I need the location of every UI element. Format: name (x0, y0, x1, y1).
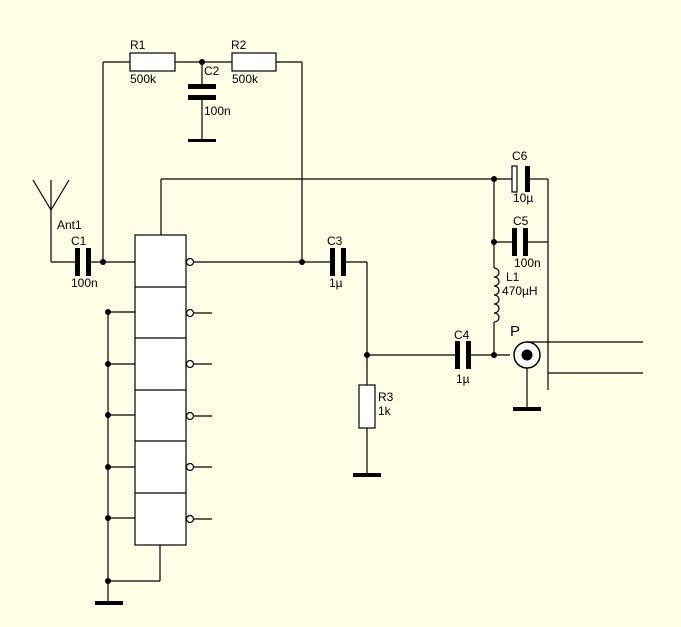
capacitor-c1 (75, 248, 135, 276)
capacitor-c2 (188, 59, 216, 142)
c2-ref: C2 (204, 64, 220, 78)
capacitor-c3 (330, 248, 368, 355)
l1-value: 470µH (502, 284, 538, 298)
supply-rail (160, 176, 512, 235)
c2-value: 100n (204, 104, 231, 118)
resistor-r2 (231, 52, 277, 72)
output-filter-wiring (491, 178, 549, 390)
r3-value: 1k (378, 404, 392, 418)
c3-value: 1µ (329, 276, 343, 290)
coax-connector-p (513, 341, 643, 411)
c3-ref: C3 (327, 234, 343, 248)
inductor-l1 (493, 267, 500, 323)
bias-network (102, 61, 303, 262)
c4-ref: C4 (454, 328, 470, 342)
capacitor-c6 (511, 165, 536, 193)
capacitor-c4 (367, 341, 510, 369)
resistor-r3-leads (353, 352, 381, 477)
resistor-r1 (129, 52, 176, 72)
c6-value: 10µ (513, 191, 533, 205)
capacitor-c5 (512, 228, 536, 256)
l1-ref: L1 (506, 270, 520, 284)
ant1-ref: Ant1 (57, 218, 82, 232)
r2-value: 500k (232, 72, 259, 86)
resistor-r3 (358, 384, 376, 429)
r1-ref: R1 (130, 38, 146, 52)
c5-ref: C5 (513, 214, 529, 228)
inverter-chain (134, 234, 212, 546)
c6-ref: C6 (512, 149, 528, 163)
antenna-ant1 (32, 179, 75, 263)
r2-ref: R2 (231, 38, 247, 52)
c1-ref: C1 (71, 234, 87, 248)
r1-value: 500k (130, 72, 157, 86)
grounded-inputs (95, 309, 161, 605)
r3-ref: R3 (378, 390, 394, 404)
c4-value: 1µ (456, 372, 470, 386)
c5-value: 100n (514, 256, 541, 270)
c1-value: 100n (71, 276, 98, 290)
p-ref: P (510, 323, 520, 340)
gate-output-line (194, 259, 330, 265)
